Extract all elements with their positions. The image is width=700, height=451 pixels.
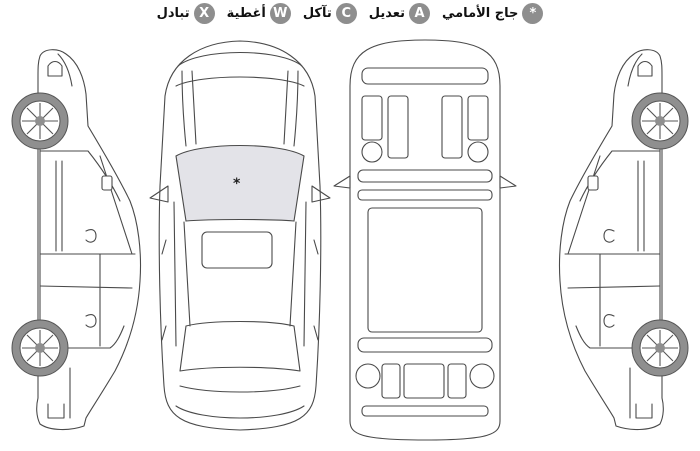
legend-item-corrosion: C تآكل: [302, 2, 357, 24]
car-underside-view[interactable]: [333, 39, 517, 441]
legend-label-windshield: جاج الأمامي: [441, 5, 519, 21]
wheel-front-right[interactable]: [631, 92, 689, 150]
legend-item-modification: A تعديل: [368, 2, 430, 24]
car-damage-diagram: *: [11, 39, 689, 441]
legend-symbol-c: C: [335, 2, 357, 24]
windshield-marked[interactable]: [175, 144, 305, 222]
legend-symbol-star: *: [522, 2, 544, 24]
legend-item-replacement: X تبادل: [156, 2, 215, 24]
legend-label-covers: أغطية: [226, 5, 266, 21]
legend-symbol-a: A: [408, 2, 430, 24]
damage-legend: * جاج الأمامي A تعديل C تآكل W أغطية X ت…: [0, 1, 700, 25]
wheel-front-left[interactable]: [11, 92, 69, 150]
car-top-view[interactable]: *: [149, 40, 331, 431]
windshield-mark: *: [233, 176, 241, 192]
legend-item-covers: W أغطية: [226, 2, 291, 24]
legend-item-windshield: * جاج الأمامي: [441, 2, 544, 24]
car-right-side-view[interactable]: [558, 49, 689, 431]
legend-label-corrosion: تآكل: [302, 5, 332, 21]
car-left-side-view[interactable]: [11, 49, 142, 431]
legend-label-modification: تعديل: [368, 5, 405, 21]
legend-symbol-w: W: [269, 2, 291, 24]
wheel-rear-left[interactable]: [11, 319, 69, 377]
legend-label-replacement: تبادل: [156, 5, 190, 21]
wheel-rear-right[interactable]: [631, 319, 689, 377]
legend-symbol-x: X: [193, 2, 215, 24]
